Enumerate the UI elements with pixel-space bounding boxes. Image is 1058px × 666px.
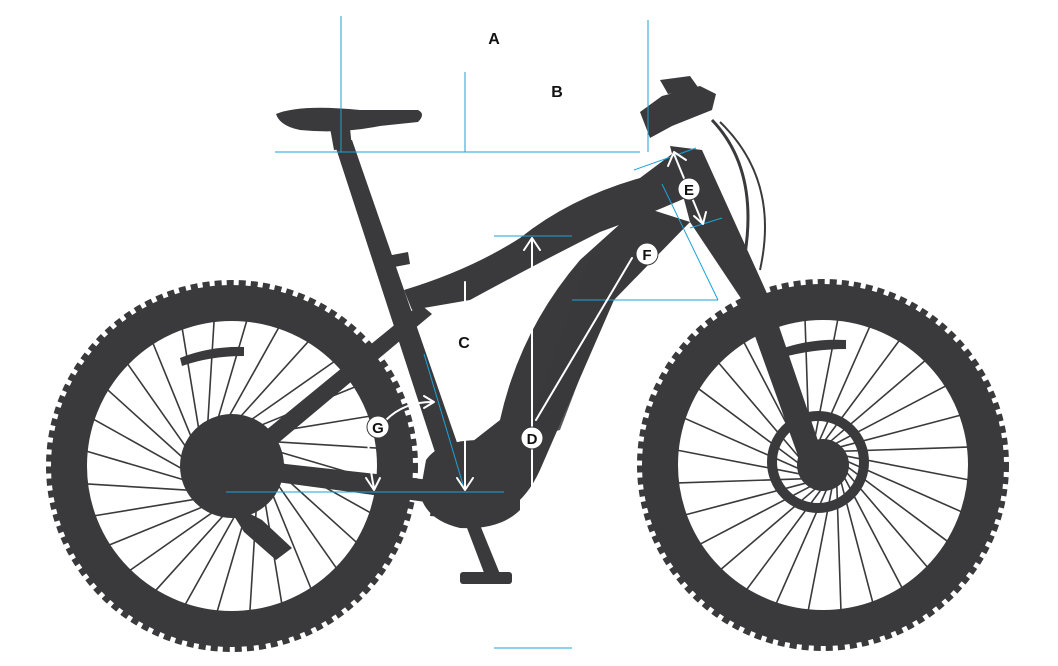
rear-spoke: [152, 342, 197, 449]
handlebar: [640, 86, 716, 138]
dim-line-head-top: [633, 147, 697, 171]
label-g-badge: [366, 415, 390, 439]
rear-spoke: [129, 504, 224, 572]
label-g: G: [372, 420, 384, 437]
rear-spoke: [267, 483, 312, 590]
front-spoke: [677, 449, 804, 476]
pedal: [460, 572, 512, 584]
brake-rotor: [767, 411, 869, 513]
measurement-arrows: [365, 151, 707, 493]
derailleur: [224, 500, 292, 560]
front-spoke: [699, 484, 814, 545]
rear-spoke: [184, 504, 242, 605]
crank-arm: [464, 520, 500, 578]
front-spoke: [684, 417, 802, 471]
arrow-c: [456, 281, 474, 491]
label-a: A: [488, 31, 500, 48]
rear-spoke: [87, 483, 201, 492]
rear-spoke: [93, 418, 194, 476]
bike-frame: [224, 76, 828, 584]
front-spoke: [685, 481, 810, 516]
front-tire: [642, 284, 1004, 646]
front-spoke: [718, 362, 803, 461]
front-spoke: [817, 326, 871, 444]
shock-mount: [376, 252, 410, 270]
label-b: B: [551, 84, 563, 101]
label-e-badge: [677, 177, 701, 201]
label-f: F: [642, 247, 651, 264]
front-spoke: [678, 477, 806, 484]
dim-line-head-angle: [661, 183, 719, 301]
chain-stay: [232, 458, 430, 502]
rear-spoke: [206, 321, 215, 435]
dimension-labels: A B C D E F G: [366, 31, 701, 450]
arrow-g-bottom: [365, 439, 381, 491]
dim-line-seat-tube: [423, 353, 465, 489]
rear-spoke: [249, 497, 258, 611]
saddle: [276, 107, 422, 132]
label-d-badge: [520, 426, 544, 450]
rear-tire: [51, 285, 413, 647]
top-tube: [404, 148, 700, 310]
arrow-d: [523, 237, 541, 493]
front-spoke: [822, 340, 900, 444]
arrow-f-guide: [535, 257, 633, 421]
rear-spoke: [181, 328, 202, 442]
rear-spoke: [108, 501, 215, 546]
rear-spoke: [240, 360, 335, 428]
dimension-lines: [226, 16, 723, 649]
battery: [524, 256, 624, 440]
front-wheel: [637, 279, 1009, 651]
front-spoke: [698, 388, 802, 466]
rear-spoke: [263, 440, 377, 449]
rear-spoke: [213, 320, 248, 431]
rear-spoke: [126, 363, 194, 458]
rear-spoke: [231, 340, 309, 427]
brake-cable: [710, 118, 750, 261]
rear-spoke: [106, 389, 193, 467]
rear-spoke: [270, 474, 338, 569]
handlebar-grip: [660, 76, 700, 94]
rear-reflector: [180, 346, 244, 366]
rear-spoke: [222, 327, 280, 428]
front-spoke: [832, 385, 947, 446]
rear-spoke: [94, 496, 208, 517]
label-d: D: [527, 431, 538, 448]
label-c: C: [458, 335, 470, 352]
dim-line-head-bottom: [689, 217, 723, 229]
front-tire-tread: [637, 279, 1009, 651]
label-f-badge: [635, 242, 659, 266]
seat-stay: [232, 304, 432, 470]
seat-tube: [334, 140, 470, 486]
label-e: E: [684, 182, 694, 199]
shifter-cable: [719, 121, 766, 271]
rear-spoke: [86, 450, 197, 485]
arrow-g-top: [385, 395, 435, 421]
fork: [670, 146, 828, 478]
rear-tire-tread: [46, 280, 418, 652]
rear-spoke: [155, 505, 233, 592]
front-spoke: [827, 360, 926, 445]
front-reflector: [778, 339, 846, 358]
front-spoke: [720, 485, 819, 570]
